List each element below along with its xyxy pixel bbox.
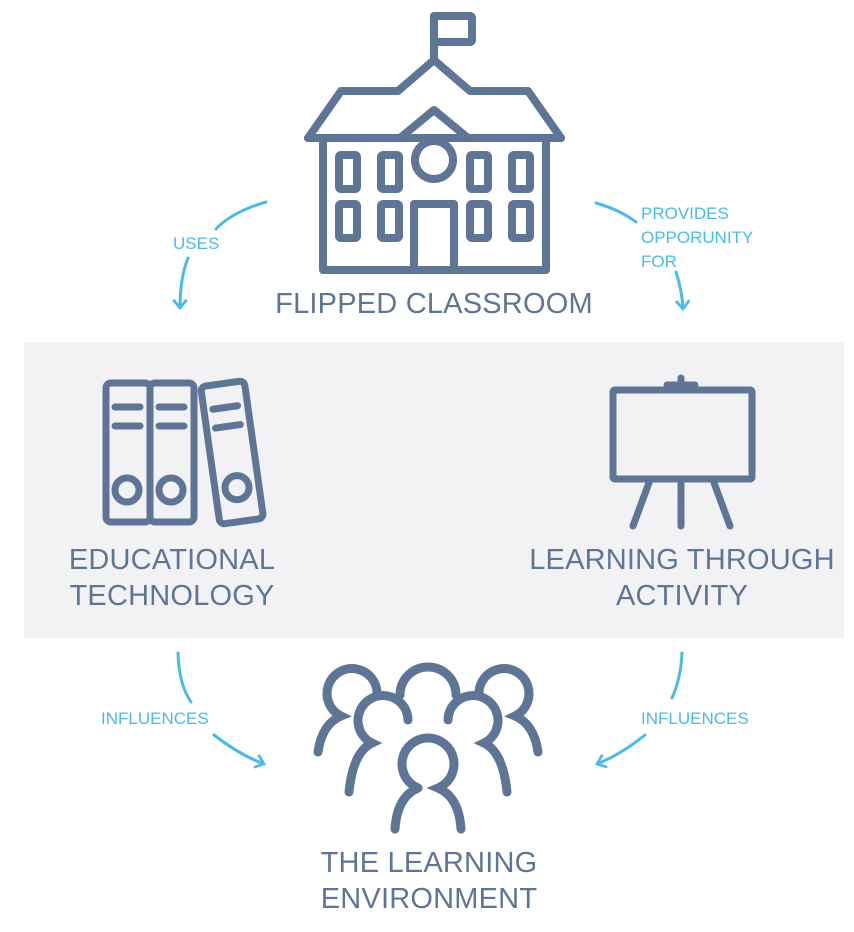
label-line: ENVIRONMENT (320, 883, 538, 915)
label-line: PROVIDES (641, 204, 729, 223)
arrow-uses-bottom (172, 256, 190, 310)
arrow-influences-left-top (176, 651, 193, 704)
edge-label-provides-opportunity-for: PROVIDES OPPORUNITY FOR (641, 202, 753, 274)
arrow-influences-right-top (670, 651, 684, 700)
node-label-flipped-classroom: FLIPPED CLASSROOM (234, 286, 634, 322)
node-label-learning-through-activity: LEARNING THROUGH ACTIVITY (522, 542, 842, 614)
label-line: EDUCATIONAL (68, 544, 276, 576)
easel-board-icon (609, 374, 756, 530)
label-line: THE LEARNING (320, 847, 538, 879)
label-line: USES (173, 234, 220, 253)
label-line: INFLUENCES (641, 709, 749, 728)
label-line: ACTIVITY (615, 580, 749, 612)
edge-label-influences-left: INFLUENCES (101, 707, 209, 731)
arrow-provides-bottom (674, 270, 690, 311)
label-line: TECHNOLOGY (69, 580, 275, 612)
label-line: LEARNING THROUGH (529, 544, 835, 576)
group-of-people-icon (313, 662, 543, 834)
arrow-influences-left-bottom (212, 733, 266, 769)
node-label-learning-environment: THE LEARNING ENVIRONMENT (279, 845, 579, 917)
label-line: INFLUENCES (101, 709, 209, 728)
arrow-influences-right-bottom (595, 733, 647, 769)
edge-label-influences-right: INFLUENCES (641, 707, 749, 731)
school-building-icon (304, 12, 565, 274)
arrow-uses-top (214, 200, 268, 231)
node-label-educational-technology: EDUCATIONAL TECHNOLOGY (22, 542, 322, 614)
arrow-provides-top (594, 201, 638, 224)
label-line: FLIPPED CLASSROOM (275, 288, 593, 320)
edge-label-uses: USES (173, 232, 219, 256)
label-line: OPPORUNITY (641, 228, 754, 247)
arrows (172, 200, 690, 769)
binders-icon (102, 377, 267, 528)
label-line: FOR (641, 252, 677, 271)
